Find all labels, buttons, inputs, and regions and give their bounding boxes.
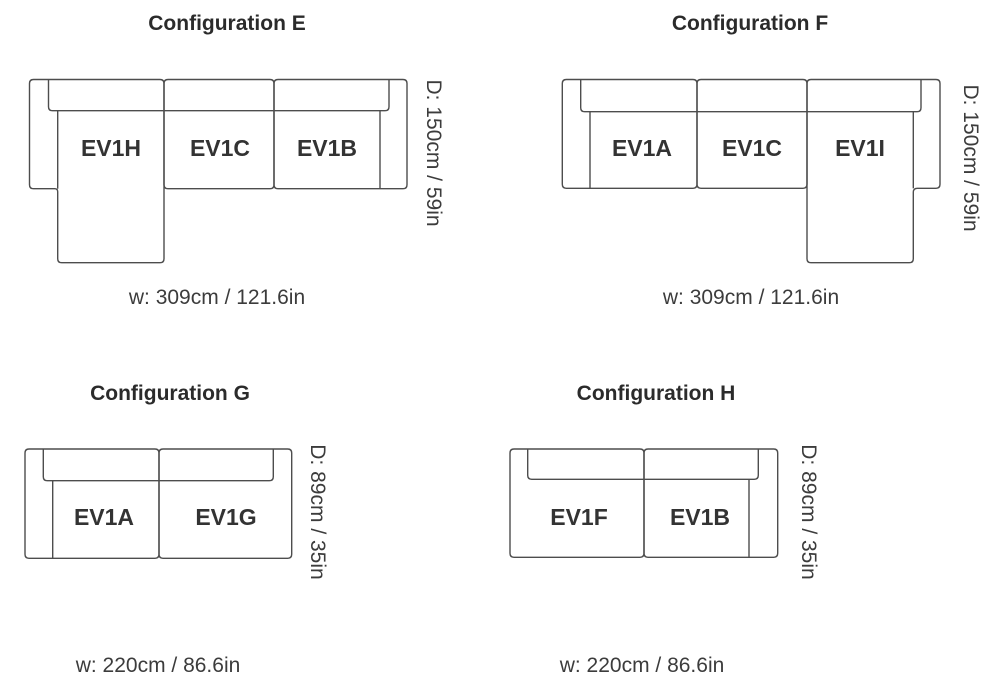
module-ev1h-backrest-line [47,79,164,112]
width-dimension-label-f: w: 309cm / 121.6in [662,286,840,309]
module-ev1c-outline [696,78,808,189]
module-ev1b-outline [273,78,408,190]
module-ev1a-backrest-line [42,449,159,482]
config-f-title: Configuration F [671,12,829,35]
width-dimension-label-g: w: 220cm / 86.6in [75,654,241,677]
module-ev1i-backrest-line [807,79,922,113]
module-ev1i-outline [806,78,941,264]
module-label-ev1a: EV1A [73,504,135,530]
configuration-panel-e: Configuration E EV1H EV1C EV1B D: 150cm … [0,0,500,350]
module-label-ev1i: EV1I [835,135,885,161]
width-dimension-label-e: w: 309cm / 121.6in [128,286,306,309]
module-label-ev1b: EV1B [669,504,731,530]
module-ev1a-outline [561,78,698,189]
depth-dimension-label-h: D: 89cm / 35in [797,444,820,580]
depth-dimension-label-e: D: 150cm / 59in [422,79,445,227]
module-label-ev1h: EV1H [80,135,142,161]
sofa-top-view-f [561,78,941,264]
config-g-title: Configuration G [90,382,250,405]
sofa-top-view-g [24,448,293,559]
module-ev1g-backrest-line [159,449,274,482]
module-ev1c-outline [163,78,275,190]
configuration-panel-h: Configuration H EV1F EV1B D: 89cm / 35in… [500,350,1000,700]
module-ev1f-backrest-line [527,449,644,480]
module-label-ev1b: EV1B [296,135,358,161]
config-h-title: Configuration H [576,382,736,405]
module-ev1g-outline [158,448,293,559]
module-ev1b-backrest-line [644,449,759,480]
sofa-top-view-e [28,78,408,264]
configuration-panel-f: Configuration F EV1A EV1C EV1I D: 150cm … [500,0,1000,350]
depth-dimension-label-f: D: 150cm / 59in [959,84,982,232]
module-ev1a-backrest-line [580,79,697,113]
module-label-ev1c: EV1C [721,135,783,161]
module-label-ev1f: EV1F [550,504,608,530]
module-ev1b-backrest-line [274,79,390,112]
module-label-ev1c: EV1C [189,135,251,161]
module-ev1b-outline [643,448,779,558]
module-label-ev1g: EV1G [195,504,257,530]
module-ev1f-outline [509,448,645,558]
module-label-ev1a: EV1A [611,135,673,161]
depth-dimension-label-g: D: 89cm / 35in [306,444,329,580]
width-dimension-label-h: w: 220cm / 86.6in [559,654,725,677]
module-ev1h-outline [28,78,165,264]
sofa-top-view-h [509,448,779,558]
module-ev1a-outline [24,448,160,559]
config-e-title: Configuration E [148,12,306,35]
configuration-panel-g: Configuration G EV1A EV1G D: 89cm / 35in… [0,350,500,700]
